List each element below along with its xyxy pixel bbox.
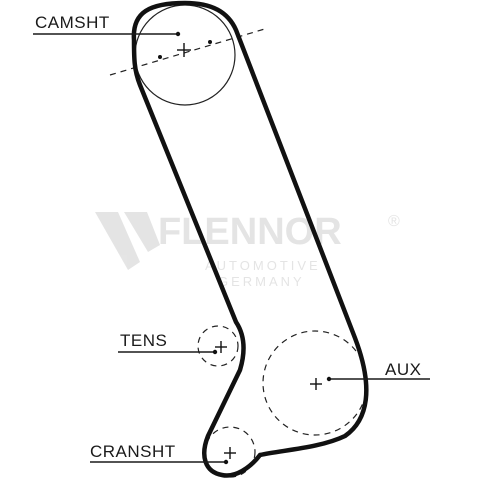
flennor-logo-mark: [95, 212, 140, 270]
auxiliary-leader-dot: [326, 376, 332, 382]
auxiliary-label: AUX: [385, 360, 421, 379]
flennor-logo-mark-2: [124, 212, 160, 252]
camshaft-mark-dot: [158, 55, 162, 59]
flennor-watermark: FLENNOR ® AUTOMOTIVE GERMANY: [95, 211, 400, 289]
timing-belt: [131, 0, 369, 478]
crankshaft-leader-dot: [223, 459, 229, 465]
auxiliary-pulley-outline: [262, 330, 368, 436]
tensioner-pulley-outline: [197, 325, 239, 367]
tensioner-label: TENS: [120, 331, 167, 350]
watermark-registered: ®: [388, 213, 400, 230]
auxiliary-pulley: [262, 330, 368, 436]
crankshaft-label: CRANSHT: [90, 442, 176, 461]
tensioner-pulley: [197, 325, 239, 367]
camshaft-leader-dot: [175, 31, 181, 37]
tensioner-leader-dot: [212, 349, 218, 355]
camshaft-mark-dot-2: [208, 40, 212, 44]
camshaft-pulley-outline: [134, 4, 236, 106]
watermark-line1: AUTOMOTIVE: [205, 258, 321, 273]
watermark-line2: GERMANY: [218, 274, 305, 289]
camshaft-label: CAMSHT: [35, 13, 110, 32]
